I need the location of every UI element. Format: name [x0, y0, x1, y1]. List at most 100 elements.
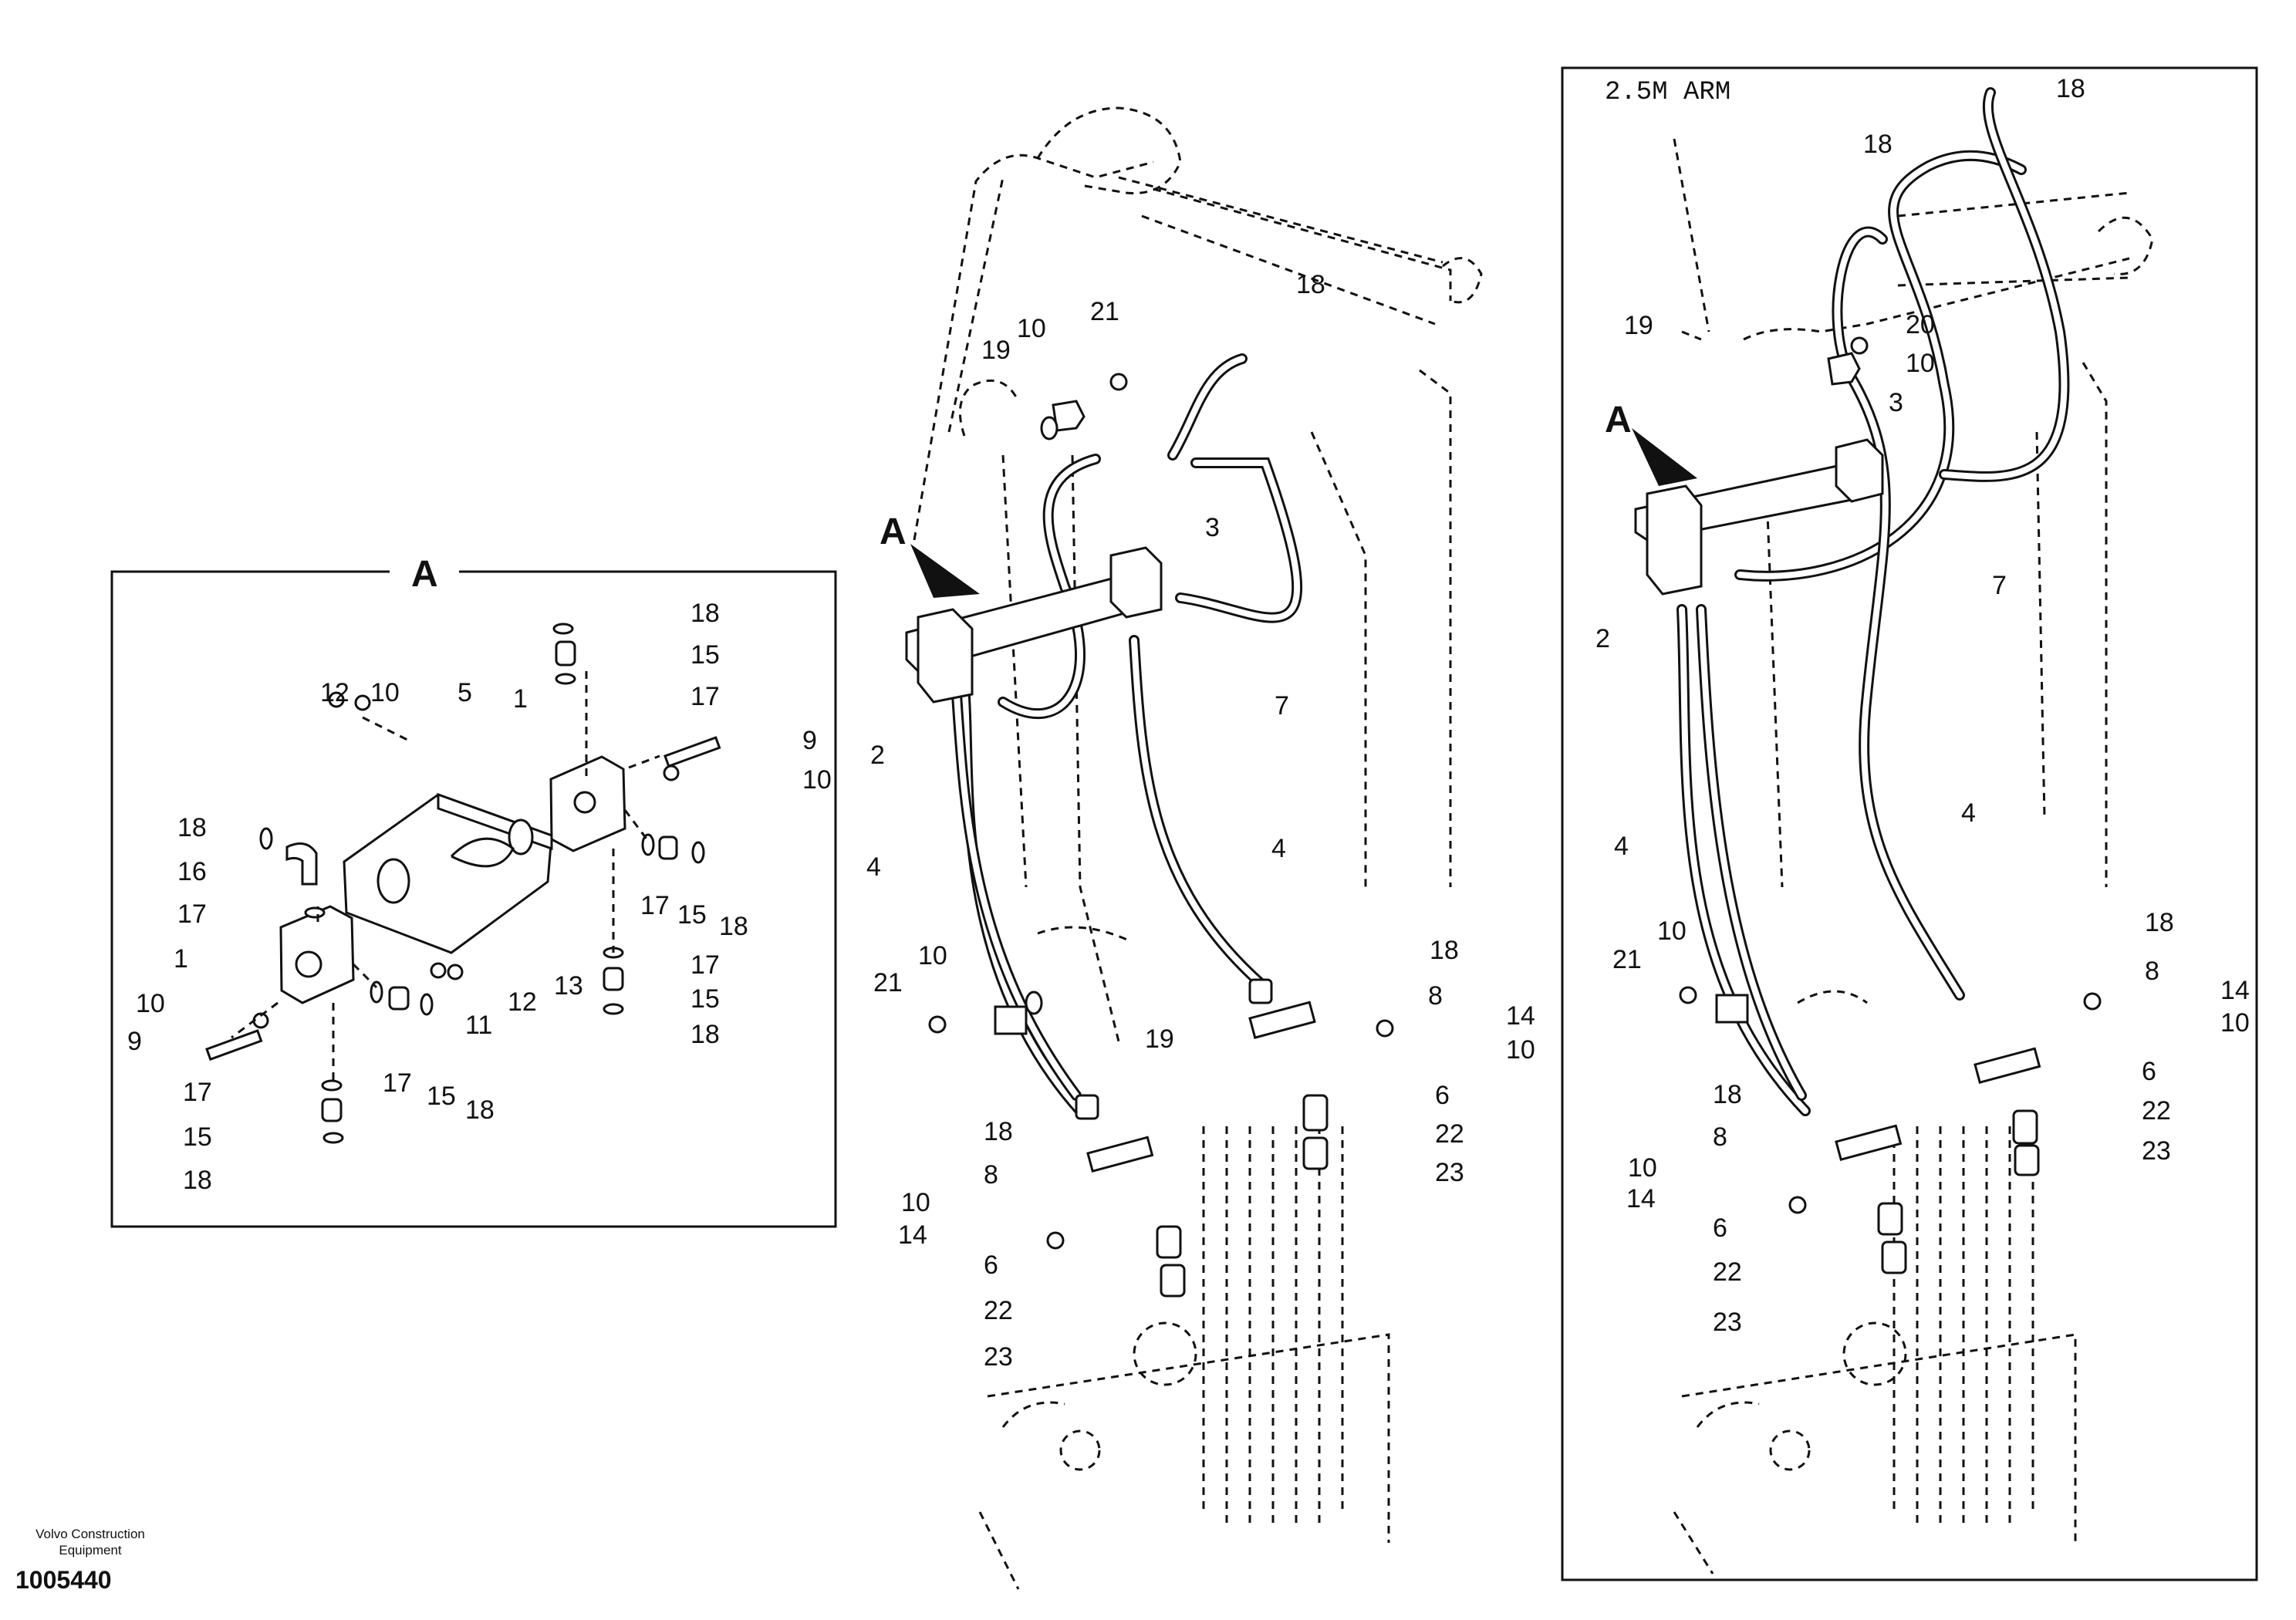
callout-13: 13 — [554, 971, 583, 1001]
callout-18: 18 — [719, 912, 748, 941]
figure-number: 1005440 — [15, 1566, 112, 1594]
callout-15: 15 — [677, 900, 707, 930]
callout-17: 17 — [183, 1078, 212, 1107]
callout-18: 18 — [984, 1117, 1013, 1146]
callout-18: 18 — [465, 1095, 495, 1125]
callout-14: 14 — [1506, 1001, 1535, 1031]
arm-view-structure — [1673, 138, 2154, 1574]
callout-4: 4 — [866, 852, 881, 882]
arm-view-callouts: 1818201019372441021188141062223188101462… — [1595, 74, 2250, 1337]
callout-10: 10 — [1506, 1035, 1535, 1065]
callout-21: 21 — [873, 968, 903, 997]
callout-15: 15 — [690, 984, 720, 1014]
detail-a-title: A — [411, 554, 438, 595]
callout-2: 2 — [1595, 624, 1610, 653]
callout-10: 10 — [1657, 916, 1687, 946]
callout-9: 9 — [127, 1027, 142, 1056]
callout-10: 10 — [1017, 314, 1046, 343]
callout-22: 22 — [2142, 1096, 2171, 1126]
callout-18: 18 — [2056, 74, 2085, 103]
callout-5: 5 — [458, 678, 472, 707]
callout-7: 7 — [1992, 571, 2007, 600]
callout-4: 4 — [1961, 798, 1976, 828]
callout-7: 7 — [1275, 691, 1289, 721]
company-line-2: Equipment — [59, 1543, 122, 1558]
main-view-hoses — [951, 353, 1303, 1116]
callout-19: 19 — [1145, 1024, 1174, 1054]
callout-1: 1 — [513, 684, 528, 714]
main-view-callouts: 1821101937244102119188141062223188101462… — [866, 270, 1535, 1372]
arm-view-frame: 2.5M ARM — [1561, 66, 2258, 1581]
callout-18: 18 — [1296, 270, 1325, 299]
callout-8: 8 — [1713, 1122, 1727, 1152]
callout-21: 21 — [1612, 945, 1642, 974]
callout-18: 18 — [1430, 936, 1459, 965]
callout-18: 18 — [177, 813, 207, 842]
callout-23: 23 — [2142, 1136, 2171, 1166]
callout-10: 10 — [918, 941, 947, 970]
callout-17: 17 — [690, 950, 720, 980]
callout-22: 22 — [1713, 1257, 1742, 1287]
callout-18: 18 — [1863, 130, 1893, 159]
callout-21: 21 — [1090, 297, 1119, 326]
callout-14: 14 — [1626, 1184, 1656, 1213]
main-view-parts — [905, 373, 1394, 1298]
callout-10: 10 — [901, 1188, 930, 1217]
callout-10: 10 — [802, 765, 832, 795]
arm-view-title: 2.5M ARM — [1605, 78, 1730, 107]
callout-8: 8 — [984, 1160, 998, 1190]
callout-4: 4 — [1614, 832, 1629, 861]
callout-6: 6 — [1435, 1081, 1450, 1110]
callout-1: 1 — [174, 944, 188, 974]
arm-view-parts — [1632, 336, 2102, 1274]
arm-view-hoses — [1676, 87, 2070, 1116]
callout-17: 17 — [383, 1068, 412, 1098]
callout-23: 23 — [1435, 1158, 1464, 1187]
callout-22: 22 — [1435, 1119, 1464, 1149]
callout-6: 6 — [2142, 1057, 2156, 1086]
callout-12: 12 — [508, 987, 537, 1017]
callout-9: 9 — [802, 726, 817, 755]
callout-10: 10 — [370, 678, 400, 707]
callout-17: 17 — [690, 682, 720, 711]
callout-15: 15 — [427, 1082, 456, 1111]
callout-17: 17 — [640, 891, 670, 920]
callout-11: 11 — [465, 1011, 492, 1040]
callout-10: 10 — [136, 989, 165, 1018]
callout-18: 18 — [183, 1166, 212, 1195]
callout-19: 19 — [1624, 311, 1653, 340]
callout-19: 19 — [981, 336, 1011, 365]
callout-18: 18 — [690, 1020, 720, 1049]
callout-6: 6 — [1713, 1213, 1727, 1243]
callout-10: 10 — [2220, 1008, 2250, 1038]
callout-8: 8 — [2145, 957, 2159, 986]
callout-3: 3 — [1889, 388, 1903, 417]
callout-3: 3 — [1205, 513, 1220, 542]
main-view-structure — [913, 106, 1483, 1590]
callout-22: 22 — [984, 1296, 1013, 1325]
callout-6: 6 — [984, 1250, 998, 1280]
footer-company: Volvo Construction Equipment — [28, 1526, 153, 1558]
callout-15: 15 — [690, 640, 720, 670]
callout-18: 18 — [690, 599, 720, 628]
callout-2: 2 — [870, 741, 885, 770]
callout-16: 16 — [177, 857, 207, 886]
callout-12: 12 — [320, 678, 349, 707]
callout-14: 14 — [2220, 976, 2250, 1005]
callout-15: 15 — [183, 1122, 212, 1152]
callout-8: 8 — [1428, 981, 1443, 1011]
callout-10: 10 — [1628, 1153, 1657, 1183]
callout-10: 10 — [1906, 349, 1935, 378]
detail-a-frame: A — [110, 549, 837, 1228]
main-view-marker: A — [880, 511, 907, 552]
callout-23: 23 — [1713, 1308, 1742, 1337]
callout-20: 20 — [1906, 310, 1935, 339]
callout-14: 14 — [898, 1220, 927, 1250]
callout-4: 4 — [1271, 834, 1286, 863]
arm-view-marker: A — [1605, 400, 1632, 440]
detail-a-parts — [205, 623, 721, 1144]
callout-18: 18 — [1713, 1080, 1742, 1109]
company-line-1: Volvo Construction — [35, 1527, 145, 1541]
